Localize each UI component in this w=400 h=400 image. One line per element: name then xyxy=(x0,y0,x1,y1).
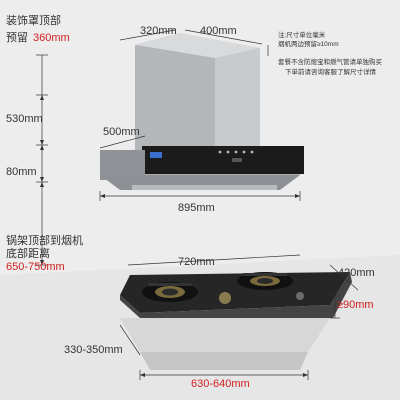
top-reserve-caption-1: 装饰罩顶部 xyxy=(6,15,61,27)
cutout-width-label: 630-640mm xyxy=(191,378,250,390)
gap-caption-2: 底部距离 xyxy=(6,248,50,260)
set-note-line1: 套餐不含防熄宝和燃气管请单独购买 xyxy=(278,59,382,66)
hood-width-arrows xyxy=(100,194,300,198)
cutout-depth-label: 330-350mm xyxy=(64,344,123,356)
hood-width-line xyxy=(99,191,301,201)
hood-body xyxy=(100,146,305,190)
hood-width-top-label: 320mm xyxy=(140,25,177,37)
top-dimension-lines xyxy=(119,29,269,56)
unit-note-line1: 注:尺寸单位毫米 xyxy=(278,32,326,39)
set-note-line2: 下单前请咨询客服了解尺寸详情 xyxy=(285,69,376,76)
brand-logo xyxy=(150,152,162,158)
vertical-dimension-lines xyxy=(36,54,48,266)
hood-width-label: 895mm xyxy=(178,202,215,214)
right-burner xyxy=(237,272,293,290)
dimension-arrows xyxy=(40,95,44,265)
stove-width-label: 720mm xyxy=(178,256,215,268)
stove-clearance-label: ≥90mm xyxy=(337,299,374,311)
clearance-line xyxy=(330,295,340,319)
unit-note-line2: 烟机两边预留≥10mm xyxy=(278,41,339,48)
cutout-depth-line xyxy=(119,324,141,356)
gap-caption-1: 锅架顶部到烟机 xyxy=(6,235,83,247)
top-reserve-caption-2: 预留 xyxy=(6,32,28,44)
gap-value: 650-750mm xyxy=(6,261,65,273)
stove-depth-label: 420mm xyxy=(338,267,375,279)
left-burner xyxy=(142,282,198,302)
knob-icon xyxy=(219,292,231,304)
hood-depth-label: 500mm xyxy=(103,126,140,138)
counter-cutout xyxy=(120,318,330,370)
panel-height-label: 80mm xyxy=(6,166,37,178)
glass-panel xyxy=(142,146,304,174)
hood-chimney xyxy=(135,33,260,162)
knob-icon xyxy=(296,292,304,300)
cutout-width-arrows xyxy=(140,373,308,377)
hood-depth-top-label: 400mm xyxy=(200,25,237,37)
hood-depth-line xyxy=(99,135,146,149)
stove-width-line xyxy=(127,254,359,291)
gas-stove xyxy=(120,272,352,318)
top-reserve-value: 360mm xyxy=(33,32,70,44)
hood-height-label: 530mm xyxy=(6,113,43,125)
control-buttons xyxy=(218,150,254,162)
